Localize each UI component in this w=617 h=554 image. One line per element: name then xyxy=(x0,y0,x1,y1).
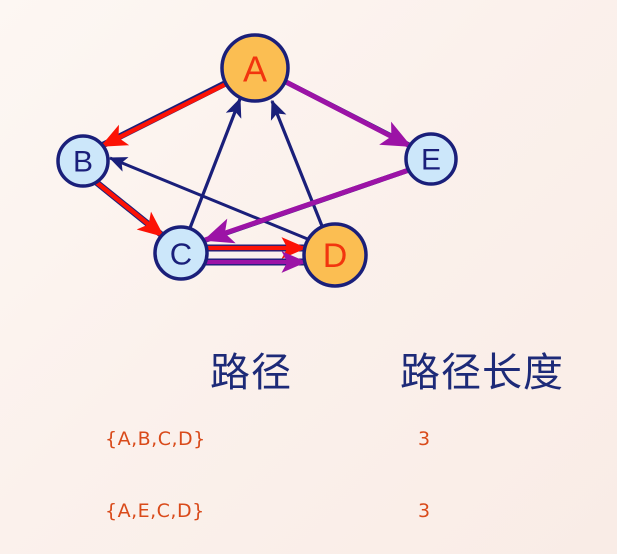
header-path-length: 路径长度 xyxy=(400,350,564,395)
node-d-label: D xyxy=(323,237,348,275)
node-c[interactable]: C xyxy=(153,225,209,281)
header-path: 路径 xyxy=(210,350,292,395)
edge-group xyxy=(93,79,413,273)
edge-a-to-b xyxy=(100,80,231,148)
row-length-value: 3 xyxy=(418,428,431,450)
edge-b-to-c xyxy=(94,180,165,238)
row-path-value: {A,B,C,D} xyxy=(105,428,206,450)
node-a[interactable]: A xyxy=(220,33,290,103)
row-length-value: 3 xyxy=(418,500,431,522)
node-a-label: A xyxy=(243,49,267,90)
directed-graph-diagram: A B C D E xyxy=(56,33,458,288)
edge-c-to-a xyxy=(188,97,242,229)
node-e[interactable]: E xyxy=(404,132,458,186)
edge-a-to-e xyxy=(284,79,412,149)
edge-e-to-c xyxy=(203,167,410,244)
node-e-label: E xyxy=(421,144,441,177)
table-header-row: 路径 路径长度 xyxy=(0,340,617,398)
edge-d-to-b xyxy=(108,156,311,242)
node-d[interactable]: D xyxy=(302,222,368,288)
row-path-value: {A,E,C,D} xyxy=(105,500,205,522)
node-b-label: B xyxy=(73,146,93,179)
node-c-circle xyxy=(153,225,209,281)
node-d-circle xyxy=(302,222,368,288)
node-b-circle xyxy=(56,134,110,188)
table-row: {A,B,C,D} 3 xyxy=(0,428,617,468)
node-e-circle xyxy=(404,132,458,186)
node-a-circle xyxy=(220,33,290,103)
node-b[interactable]: B xyxy=(56,134,110,188)
table-row: {A,E,C,D} 3 xyxy=(0,500,617,540)
node-c-label: C xyxy=(170,237,192,272)
path-table: 路径 路径长度 {A,B,C,D} 3 {A,E,C,D} 3 xyxy=(0,318,617,554)
